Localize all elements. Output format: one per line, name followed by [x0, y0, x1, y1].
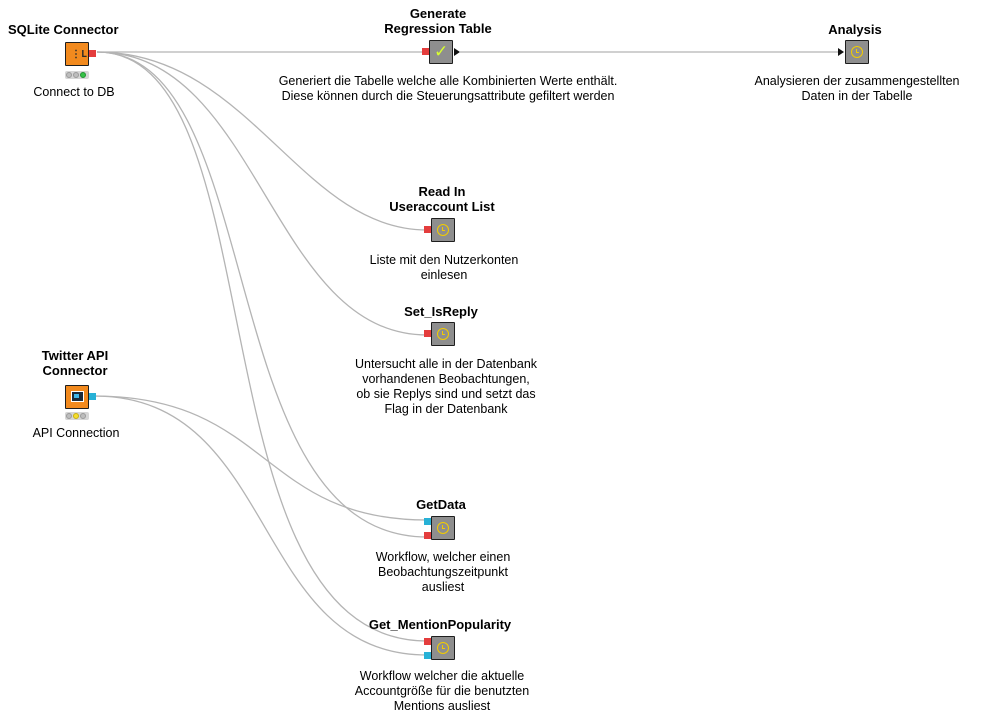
- input-port-db[interactable]: [424, 226, 431, 233]
- input-port-api[interactable]: [424, 652, 431, 659]
- node-description-read-in[interactable]: Liste mit den Nutzerkonten einlesen: [369, 253, 519, 282]
- node-box[interactable]: [431, 218, 455, 242]
- input-port-db[interactable]: [424, 532, 431, 539]
- node-description-analysis[interactable]: Analysieren der zusammengestellten Daten…: [754, 74, 960, 103]
- connection-sqlite-getmention[interactable]: [96, 51, 428, 642]
- node-generate-regression-table[interactable]: ✓: [422, 40, 466, 66]
- node-status-sqlite: [65, 71, 89, 79]
- node-label-twitter[interactable]: API Connection: [32, 426, 120, 440]
- connection-sqlite-readin[interactable]: [96, 51, 428, 231]
- clock-icon: [437, 642, 449, 654]
- node-label-sqlite[interactable]: Connect to DB: [33, 85, 115, 99]
- checkmark-icon: ✓: [434, 42, 449, 61]
- node-title-set-isreply[interactable]: Set_IsReply: [404, 304, 478, 319]
- status-light-red: [66, 72, 72, 78]
- clock-icon: [437, 224, 449, 236]
- node-getdata[interactable]: [424, 516, 458, 542]
- node-analysis[interactable]: [838, 40, 872, 66]
- connection-sqlite-setisreply[interactable]: [96, 51, 428, 336]
- node-box[interactable]: [431, 516, 455, 540]
- connection-twitter-getdata[interactable]: [93, 395, 428, 521]
- node-box[interactable]: ✓: [429, 40, 453, 64]
- node-box[interactable]: [845, 40, 869, 64]
- input-port-db[interactable]: [424, 638, 431, 645]
- node-status-twitter: [65, 412, 89, 420]
- node-description-get-mentionpopularity[interactable]: Workflow welcher die aktuelle Accountgrö…: [354, 669, 530, 713]
- status-light-red: [66, 413, 72, 419]
- node-description-getdata[interactable]: Workflow, welcher einen Beobachtungszeit…: [375, 550, 511, 594]
- node-twitter-api-connector[interactable]: [65, 385, 97, 411]
- clock-icon: [437, 522, 449, 534]
- node-title-read-in[interactable]: Read In Useraccount List: [389, 184, 495, 214]
- node-description-regression-table[interactable]: Generiert die Tabelle welche alle Kombin…: [278, 74, 618, 103]
- node-box[interactable]: [431, 322, 455, 346]
- node-box[interactable]: [65, 385, 89, 409]
- node-get-mentionpopularity[interactable]: [424, 636, 458, 662]
- input-port-db[interactable]: [422, 48, 429, 55]
- node-title-regression-table[interactable]: Generate Regression Table: [384, 6, 492, 36]
- input-port-api[interactable]: [424, 518, 431, 525]
- status-light-green: [80, 413, 86, 419]
- node-title-getdata[interactable]: GetData: [416, 497, 466, 512]
- node-title-analysis[interactable]: Analysis: [828, 22, 882, 37]
- status-light-yellow: [73, 72, 79, 78]
- status-light-yellow: [73, 413, 79, 419]
- node-box[interactable]: ⋮L: [65, 42, 89, 66]
- node-title-twitter-api-connector[interactable]: Twitter API Connector: [41, 348, 109, 378]
- clock-icon: [437, 328, 449, 340]
- clock-icon: [851, 46, 863, 58]
- connection-sqlite-getdata[interactable]: [96, 51, 428, 538]
- input-port-flow[interactable]: [838, 48, 844, 56]
- node-set-isreply[interactable]: [424, 322, 458, 348]
- input-port-db[interactable]: [424, 330, 431, 337]
- node-title-get-mentionpopularity[interactable]: Get_MentionPopularity: [368, 617, 512, 632]
- node-description-set-isreply[interactable]: Untersucht alle in der Datenbank vorhand…: [354, 357, 538, 416]
- output-port-flow[interactable]: [454, 48, 460, 56]
- api-icon: [71, 391, 84, 402]
- connection-twitter-getmention[interactable]: [93, 395, 428, 656]
- node-box[interactable]: [431, 636, 455, 660]
- node-sqlite-connector[interactable]: ⋮L: [65, 42, 97, 68]
- database-icon: ⋮L: [71, 49, 88, 60]
- output-port-db[interactable]: [89, 50, 96, 57]
- status-light-green: [80, 72, 86, 78]
- output-port-api[interactable]: [89, 393, 96, 400]
- node-title-sqlite-connector[interactable]: SQLite Connector: [8, 22, 119, 37]
- node-read-in-useraccount-list[interactable]: [424, 218, 458, 244]
